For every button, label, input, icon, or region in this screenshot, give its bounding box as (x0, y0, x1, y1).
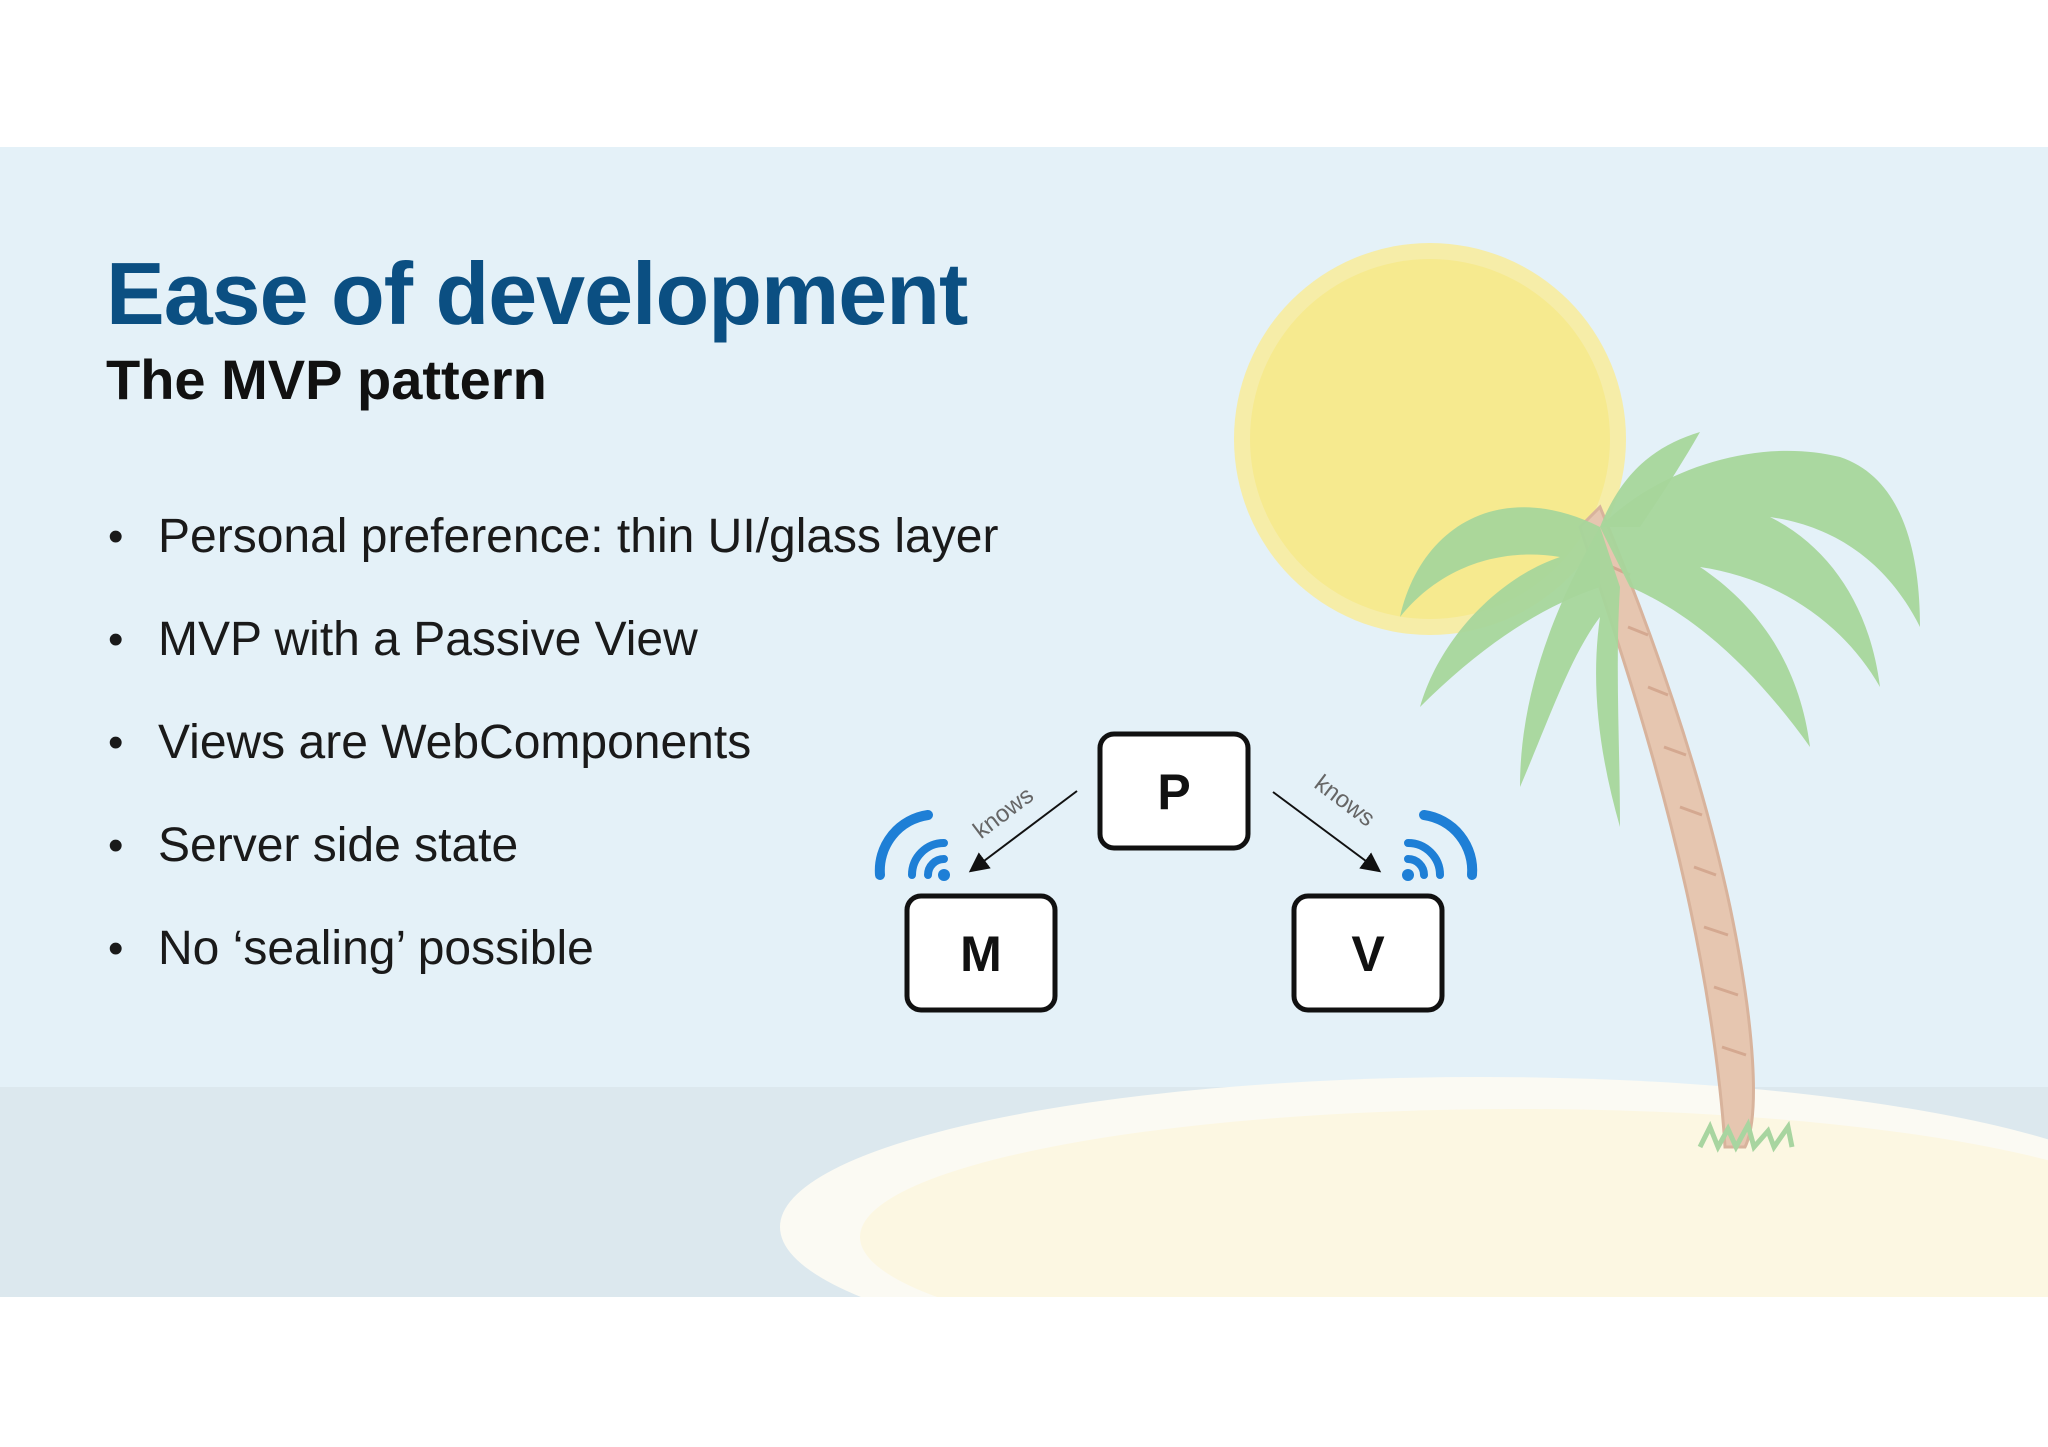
edge-p-to-m (968, 790, 1078, 873)
slide-subtitle: The MVP pattern (106, 348, 547, 411)
bullet-marker: • (108, 821, 124, 870)
bullet-item: • Personal preference: thin UI/glass lay… (106, 505, 998, 608)
slide-title: Ease of development (106, 244, 968, 343)
bullet-marker: • (108, 924, 124, 973)
node-p-label: P (1157, 764, 1190, 820)
signal-waves-icon (874, 810, 950, 881)
bullet-text: MVP with a Passive View (158, 613, 698, 666)
bullet-text: Server side state (158, 819, 519, 872)
slide: Ease of development The MVP pattern • Pe… (0, 147, 2048, 1297)
bullet-text: Views are WebComponents (158, 716, 752, 769)
bullet-item: • Views are WebComponents (106, 711, 998, 814)
node-m-label: M (960, 926, 1002, 982)
palm-tree-icon (1400, 432, 1920, 1153)
bullet-marker: • (108, 512, 124, 561)
node-m: M (904, 893, 1058, 1013)
node-p: P (1097, 731, 1251, 851)
bullet-item: • Server side state (106, 814, 998, 917)
bullet-list: • Personal preference: thin UI/glass lay… (106, 505, 998, 1020)
bullet-item: • MVP with a Passive View (106, 608, 998, 711)
edge-label-p-to-m: knows (968, 782, 1039, 845)
node-v: V (1291, 893, 1445, 1013)
signal-waves-icon (1402, 810, 1478, 881)
bullet-text: No ‘sealing’ possible (158, 922, 594, 975)
edge-label-p-to-v: knows (1309, 770, 1380, 833)
scenery (780, 243, 2048, 1297)
bullet-item: • No ‘sealing’ possible (106, 917, 998, 1020)
edge-p-to-v (1272, 791, 1382, 873)
node-v-label: V (1351, 926, 1385, 982)
bullet-marker: • (108, 718, 124, 767)
bullet-text: Personal preference: thin UI/glass layer (158, 510, 999, 563)
bullet-marker: • (108, 615, 124, 664)
mvp-diagram: knows knows P M (874, 731, 1478, 1013)
